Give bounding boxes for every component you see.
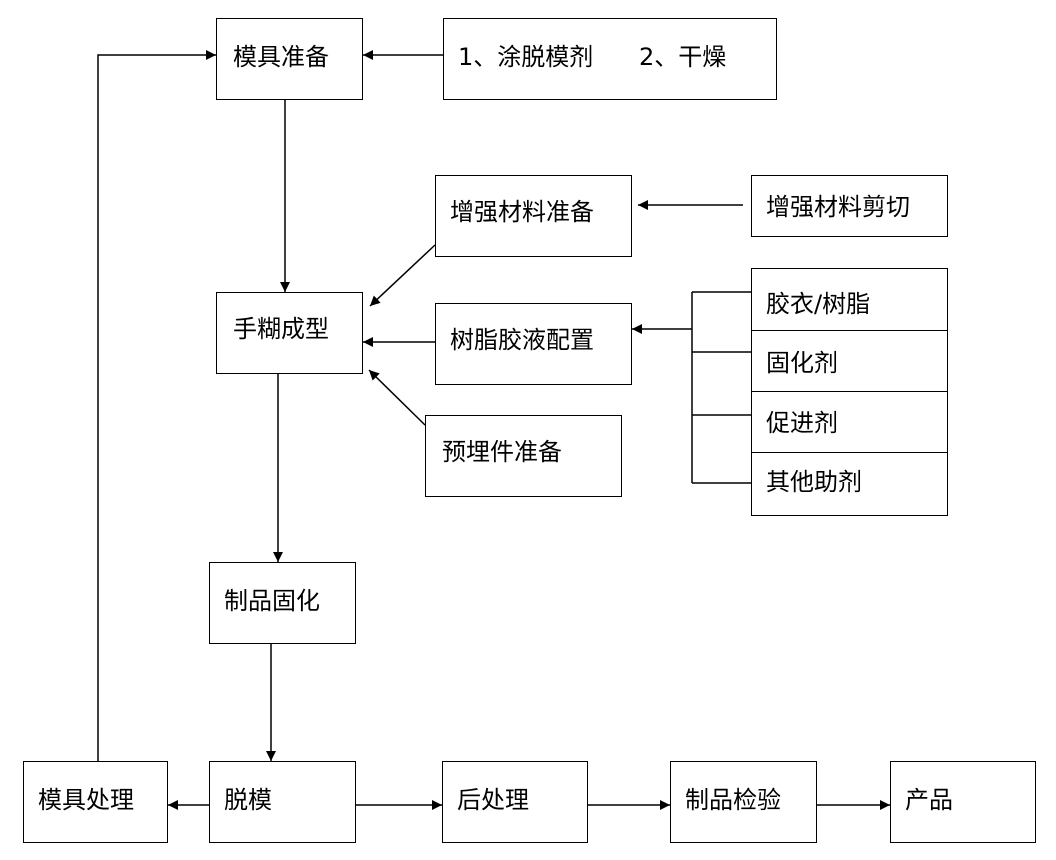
- node-resin-mix-label: 树脂胶液配置: [450, 326, 594, 354]
- node-gelcoat-resin: 胶衣/树脂: [751, 268, 948, 331]
- node-mold-treatment-label: 模具处理: [38, 786, 134, 814]
- arrow-insert-to-layup: [368, 369, 426, 426]
- node-mold-prep-steps: 1、涂脱模剂 2、干燥: [443, 18, 777, 100]
- node-post-processing-label: 后处理: [457, 786, 529, 814]
- node-insert-prep-label: 预埋件准备: [442, 438, 562, 466]
- node-product: 产品: [890, 761, 1036, 843]
- node-resin-mix: 树脂胶液配置: [435, 303, 632, 385]
- arrow-mold-treatment-loop: [97, 50, 216, 761]
- node-mold-prep-steps-label: 1、涂脱模剂 2、干燥: [458, 43, 727, 71]
- node-mold-prep: 模具准备: [216, 18, 363, 100]
- node-curing-agent: 固化剂: [751, 330, 948, 392]
- node-gelcoat-resin-label: 胶衣/树脂: [766, 290, 871, 318]
- node-mold-prep-label: 模具准备: [233, 43, 329, 71]
- node-accelerator: 促进剂: [751, 391, 948, 453]
- node-accelerator-label: 促进剂: [766, 409, 838, 437]
- node-hand-layup-label: 手糊成型: [233, 315, 329, 343]
- node-product-inspection: 制品检验: [670, 761, 817, 843]
- node-product-curing: 制品固化: [209, 562, 356, 644]
- node-demolding-label: 脱模: [224, 786, 272, 814]
- node-mold-treatment: 模具处理: [23, 761, 168, 843]
- node-curing-agent-label: 固化剂: [766, 349, 838, 377]
- node-reinforce-cut: 增强材料剪切: [751, 175, 948, 237]
- node-other-additives-label: 其他助剂: [766, 468, 862, 496]
- node-reinforce-prep-label: 增强材料准备: [450, 198, 594, 226]
- arrow-reinforce-to-layup: [369, 244, 436, 307]
- node-reinforce-prep: 增强材料准备: [435, 175, 632, 257]
- node-post-processing: 后处理: [442, 761, 588, 843]
- node-reinforce-cut-label: 增强材料剪切: [766, 193, 910, 221]
- node-insert-prep: 预埋件准备: [425, 415, 622, 497]
- node-product-inspection-label: 制品检验: [685, 786, 781, 814]
- node-product-label: 产品: [905, 786, 953, 814]
- node-hand-layup: 手糊成型: [216, 292, 363, 374]
- node-demolding: 脱模: [209, 761, 356, 843]
- node-other-additives: 其他助剂: [751, 452, 948, 516]
- node-product-curing-label: 制品固化: [224, 587, 320, 615]
